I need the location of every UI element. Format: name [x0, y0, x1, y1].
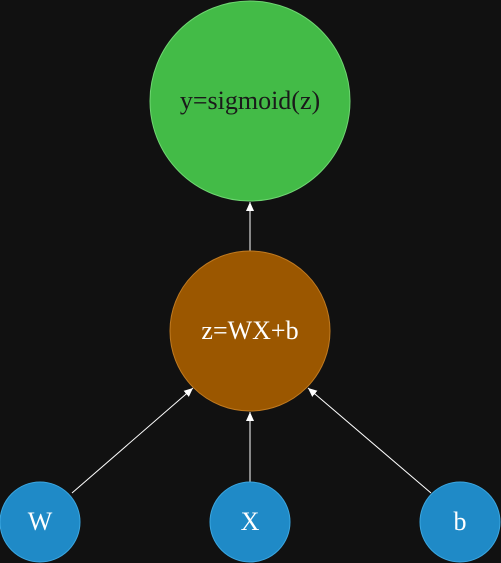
input-w-node: W	[0, 481, 81, 563]
output-node-label: y=sigmoid(z)	[180, 86, 320, 115]
output-node-circle	[149, 0, 351, 202]
input-x-node-circle	[209, 481, 291, 563]
edge-b-to-z	[307, 387, 432, 494]
input-b-node-label: b	[454, 507, 467, 536]
input-x-node: X	[209, 481, 291, 563]
input-b-node: b	[419, 481, 501, 563]
input-w-node-label: W	[28, 507, 53, 536]
linear-node: z=WX+b	[169, 250, 331, 412]
edge-w-to-z	[71, 387, 194, 494]
linear-node-circle	[169, 250, 331, 412]
input-w-node-circle	[0, 481, 81, 563]
linear-node-label: z=WX+b	[201, 316, 298, 345]
output-node: y=sigmoid(z)	[149, 0, 351, 202]
input-x-node-label: X	[241, 507, 260, 536]
input-b-node-circle	[419, 481, 501, 563]
edges-group	[71, 202, 432, 494]
